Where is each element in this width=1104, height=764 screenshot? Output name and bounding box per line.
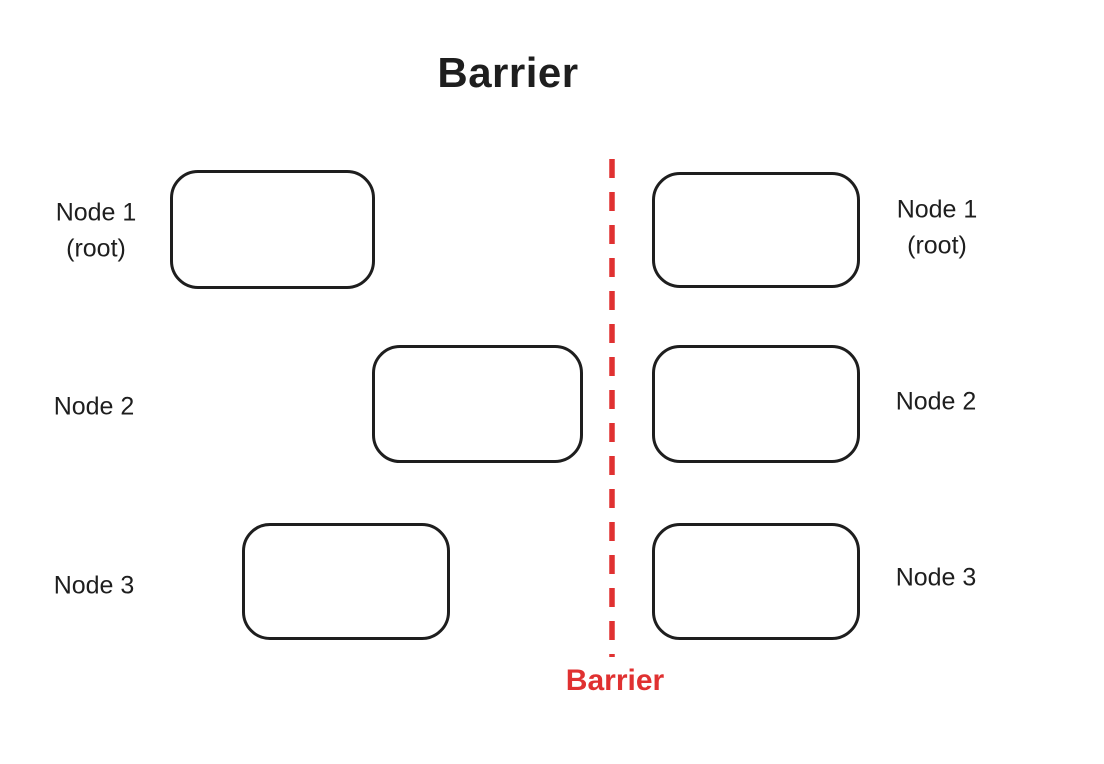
left-node1-label-line2: (root) — [66, 234, 126, 262]
barrier-caption: Barrier — [565, 664, 665, 697]
right-node1-box — [652, 172, 860, 288]
right-node2-box — [652, 345, 860, 463]
right-node1-label: Node 1 (root) — [897, 193, 978, 264]
diagram-title: Barrier — [437, 49, 579, 96]
right-node2-label: Node 2 — [895, 387, 977, 416]
barrier-dashed-line — [609, 159, 615, 657]
right-node1-label-line2: (root) — [907, 231, 967, 259]
left-node1-label: Node 1 (root) — [56, 196, 137, 267]
left-node1-label-line1: Node 1 — [55, 198, 137, 227]
left-node2-label: Node 2 — [53, 392, 135, 421]
left-node3-box — [242, 523, 450, 640]
right-node1-label-line1: Node 1 — [896, 195, 978, 224]
left-node3-label: Node 3 — [53, 571, 135, 600]
left-node2-box — [372, 345, 583, 463]
right-node3-label: Node 3 — [895, 563, 977, 592]
left-node1-box — [170, 170, 375, 289]
right-node3-box — [652, 523, 860, 640]
